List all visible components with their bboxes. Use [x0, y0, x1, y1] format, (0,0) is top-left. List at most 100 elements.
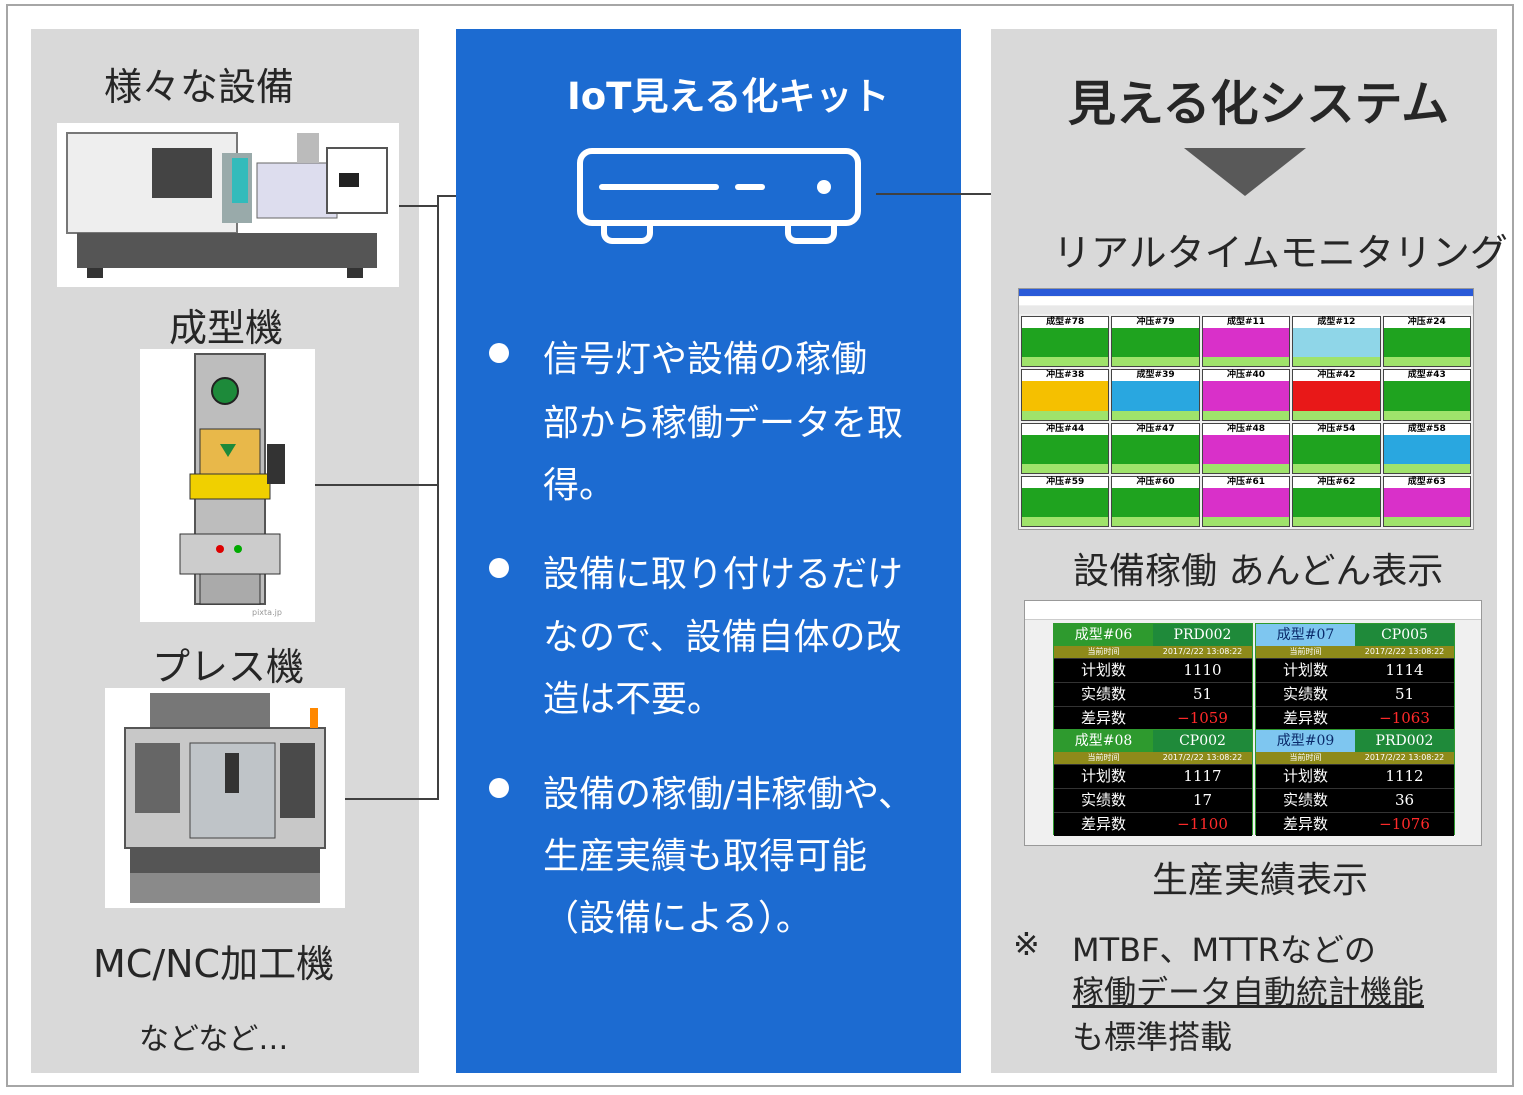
- andon-cell-footer: [1383, 517, 1470, 526]
- andon-cell: 成型#12: [1292, 316, 1381, 368]
- mc-nc-machine-label: MC/NC加工機: [93, 942, 335, 986]
- andon-cell-status: [1022, 328, 1109, 358]
- production-row: 差异数 −1076: [1256, 812, 1454, 836]
- row-value: 1112: [1385, 767, 1424, 785]
- product-code: CP002: [1153, 730, 1252, 752]
- system-subtitle: リアルタイムモニタリング: [1053, 231, 1508, 275]
- andon-cell: 成型#43: [1382, 369, 1471, 421]
- andon-cell: 冲压#59: [1021, 475, 1110, 527]
- row-value: −1100: [1177, 815, 1228, 833]
- andon-cell-status: [1022, 487, 1109, 517]
- press-machine-image: [140, 349, 315, 622]
- machine-name: 成型#06: [1054, 624, 1153, 646]
- connector-molding: [399, 205, 439, 207]
- andon-cell-name: 冲压#61: [1202, 476, 1290, 488]
- production-row: 差异数−1100: [1054, 812, 1252, 836]
- note-line-1: MTBF、MTTRなどの: [1072, 931, 1376, 969]
- connector-kit-out: [876, 193, 996, 195]
- note-line-3: も標準搭載: [1072, 1018, 1233, 1056]
- andon-cell: 冲压#61: [1201, 475, 1291, 527]
- andon-cell: 冲压#38: [1021, 369, 1110, 421]
- andon-cell-footer: [1022, 463, 1109, 473]
- andon-cell-name: 冲压#59: [1022, 476, 1109, 488]
- time-value: 2017/2/22 13:08:22: [1162, 753, 1243, 762]
- andon-cell-name: 冲压#38: [1022, 370, 1109, 382]
- row-value: 36: [1394, 791, 1415, 809]
- gateway-device-icon: [577, 148, 861, 244]
- bullet-3-line-2: 生産実績も取得可能: [543, 836, 868, 877]
- andon-titlebar: [1019, 289, 1473, 296]
- andon-cell-name: 冲压#44: [1022, 423, 1109, 435]
- andon-cell-status: [1293, 381, 1380, 411]
- press-watermark: pixta.jp: [252, 608, 282, 617]
- andon-cell-status: [1202, 487, 1290, 517]
- time-label: 当前时间: [1087, 647, 1120, 656]
- system-title: 見える化システム: [1068, 76, 1450, 132]
- andon-cell-status: [1022, 381, 1109, 411]
- andon-cell: 成型#11: [1201, 316, 1291, 368]
- production-row: 实绩数 36: [1256, 788, 1454, 812]
- andon-menubar: [1019, 297, 1473, 305]
- andon-cell-footer: [1383, 463, 1470, 473]
- andon-cell-status: [1202, 434, 1290, 464]
- time-value: 2017/2/22 13:08:22: [1364, 647, 1445, 656]
- andon-cell-name: 成型#12: [1293, 317, 1380, 328]
- press-machine-label: プレス機: [152, 645, 305, 689]
- andon-cell-footer: [1112, 517, 1199, 526]
- system-panel: [991, 29, 1497, 1073]
- connector-press: [315, 484, 439, 486]
- andon-cell-footer: [1112, 463, 1199, 473]
- andon-cell-footer: [1022, 410, 1109, 420]
- note-line-2: 稼働データ自動統計機能: [1072, 973, 1425, 1011]
- equipment-footer: などなど…: [139, 1022, 289, 1057]
- andon-cell-status: [1383, 487, 1470, 517]
- andon-cell-footer: [1202, 357, 1290, 367]
- row-value: 1110: [1183, 661, 1222, 679]
- andon-cell: 冲压#44: [1021, 422, 1110, 474]
- molding-machine-image: [57, 123, 399, 287]
- connector-trunk: [437, 195, 439, 800]
- row-label: 实绩数: [1080, 791, 1126, 809]
- iot-kit-title: IoT見える化キット: [567, 75, 890, 118]
- andon-cell: 冲压#24: [1382, 316, 1471, 368]
- andon-cell-name: 冲压#54: [1293, 423, 1380, 435]
- andon-cell-status: [1293, 487, 1380, 517]
- bullet-3-line-3: （設備による）。: [543, 898, 812, 939]
- andon-cell-footer: [1022, 357, 1109, 367]
- andon-cell-name: 冲压#42: [1293, 370, 1380, 382]
- bullet-3-line-1: 設備の稼働/非稼働や、: [543, 774, 915, 815]
- andon-cell-status: [1293, 328, 1380, 358]
- time-label: 当前时间: [1289, 753, 1322, 762]
- andon-cell-footer: [1202, 410, 1290, 420]
- row-label: 实绩数: [1282, 791, 1328, 809]
- andon-cell-footer: [1293, 517, 1380, 526]
- row-label: 差异数: [1282, 815, 1328, 833]
- andon-cell-name: 成型#11: [1202, 317, 1290, 328]
- outer-frame: [6, 4, 1514, 1087]
- andon-cell-status: [1383, 381, 1470, 411]
- andon-cell: 冲压#48: [1201, 422, 1291, 474]
- andon-cell: 成型#63: [1382, 475, 1471, 527]
- andon-cell-name: 冲压#48: [1202, 423, 1290, 435]
- andon-cell: 冲压#54: [1292, 422, 1381, 474]
- time-value: 2017/2/22 13:08:22: [1364, 753, 1445, 762]
- andon-cell-status: [1202, 381, 1290, 411]
- row-value: 51: [1394, 685, 1415, 703]
- time-value: 2017/2/22 13:08:22: [1162, 647, 1243, 656]
- production-caption: 生産実績表示: [1152, 860, 1369, 901]
- row-label: 实绩数: [1080, 685, 1126, 703]
- row-value: −1059: [1177, 709, 1228, 727]
- row-label: 差异数: [1282, 709, 1328, 727]
- andon-cell-footer: [1293, 410, 1380, 420]
- andon-cell-status: [1112, 381, 1199, 411]
- bullet-1-line-2: 部から稼働データを取: [543, 403, 904, 444]
- andon-cell-name: 成型#78: [1022, 317, 1109, 328]
- row-value: −1076: [1379, 815, 1430, 833]
